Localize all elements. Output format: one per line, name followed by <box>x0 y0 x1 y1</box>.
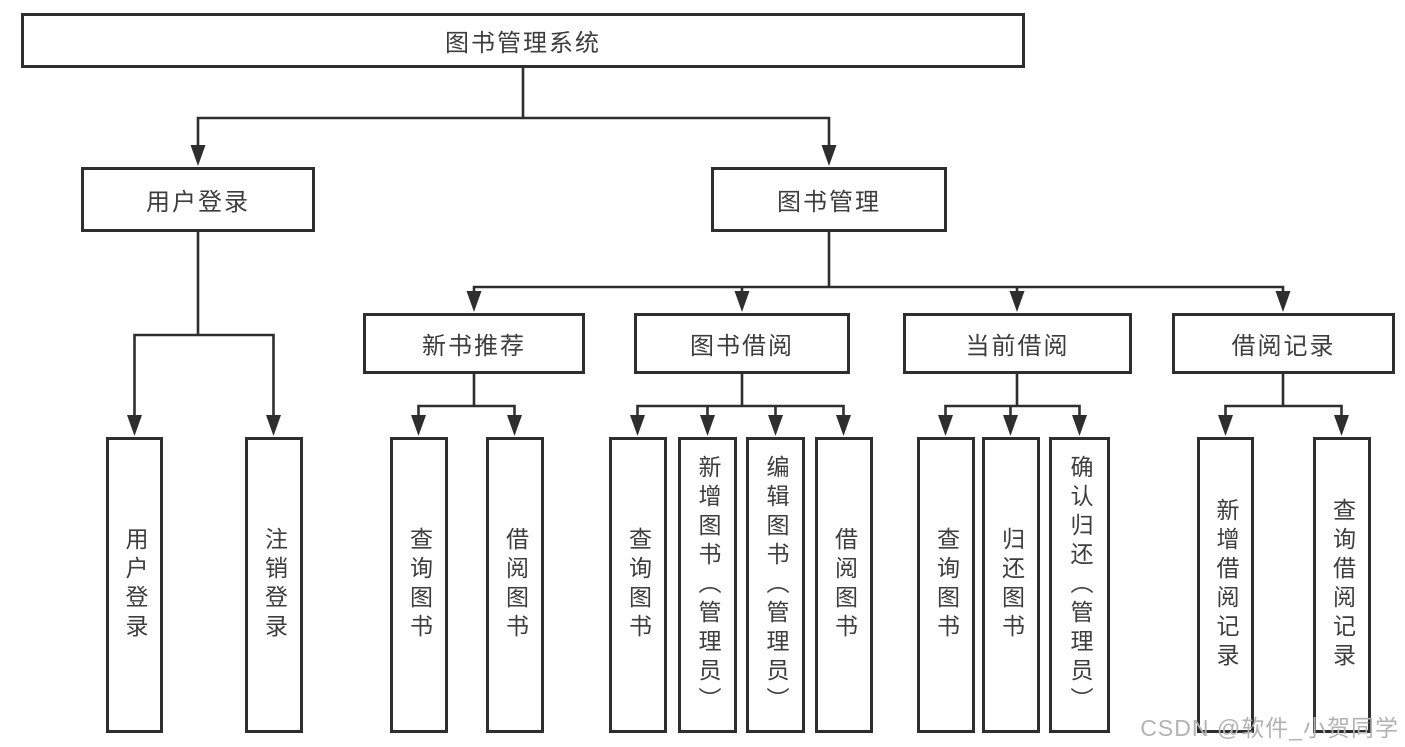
node-label: 借阅图书 <box>502 527 529 643</box>
leaf-query-borrow-record: 查询借阅记录 <box>1313 437 1371 733</box>
leaf-confirm-return-admin: 确认归还（管理员） <box>1049 437 1110 733</box>
node-label: 编辑图书（管理员） <box>763 454 789 716</box>
leaf-query-books-borrowing: 查询图书 <box>609 437 667 733</box>
leaf-logout: 注销登录 <box>245 437 303 733</box>
node-label: 借阅图书 <box>831 527 858 643</box>
node-label: 归还图书 <box>998 527 1025 643</box>
node-label: 新增图书（管理员） <box>695 454 721 716</box>
node-label: 确认归还（管理员） <box>1067 454 1093 716</box>
node-label: 图书管理系统 <box>445 30 601 57</box>
node-label: 查询图书 <box>406 527 433 643</box>
leaf-user-login: 用户登录 <box>106 437 163 733</box>
node-label: 新书推荐 <box>422 333 526 360</box>
node-label: 查询图书 <box>625 527 652 643</box>
node-library-management-system: 图书管理系统 <box>21 13 1025 68</box>
leaf-query-books-current: 查询图书 <box>917 437 975 733</box>
node-label: 新增借阅记录 <box>1213 498 1239 672</box>
leaf-borrow-books: 借阅图书 <box>815 437 873 733</box>
node-label: 当前借阅 <box>965 333 1070 360</box>
leaf-query-books-recommend: 查询图书 <box>390 437 448 733</box>
node-book-management-branch: 图书管理 <box>711 167 947 232</box>
node-label: 查询图书 <box>933 527 960 643</box>
node-label: 注销登录 <box>261 527 288 643</box>
node-label: 用户登录 <box>122 527 148 643</box>
node-label: 查询借阅记录 <box>1329 498 1356 672</box>
leaf-add-books-admin: 新增图书（管理员） <box>678 437 737 733</box>
leaf-add-borrow-record: 新增借阅记录 <box>1197 437 1254 733</box>
node-label: 图书借阅 <box>690 333 794 360</box>
leaf-borrow-books-recommend: 借阅图书 <box>486 437 544 733</box>
node-current-borrowing: 当前借阅 <box>903 313 1132 374</box>
node-label: 图书管理 <box>777 189 881 216</box>
leaf-return-books: 归还图书 <box>982 437 1040 733</box>
node-borrowing-records: 借阅记录 <box>1172 313 1395 374</box>
node-label: 借阅记录 <box>1231 333 1336 360</box>
node-new-book-recommendation: 新书推荐 <box>363 313 585 374</box>
node-user-login-branch: 用户登录 <box>81 167 315 232</box>
leaf-edit-books-admin: 编辑图书（管理员） <box>746 437 805 733</box>
node-book-borrowing: 图书借阅 <box>634 313 850 374</box>
node-label: 用户登录 <box>146 189 250 216</box>
